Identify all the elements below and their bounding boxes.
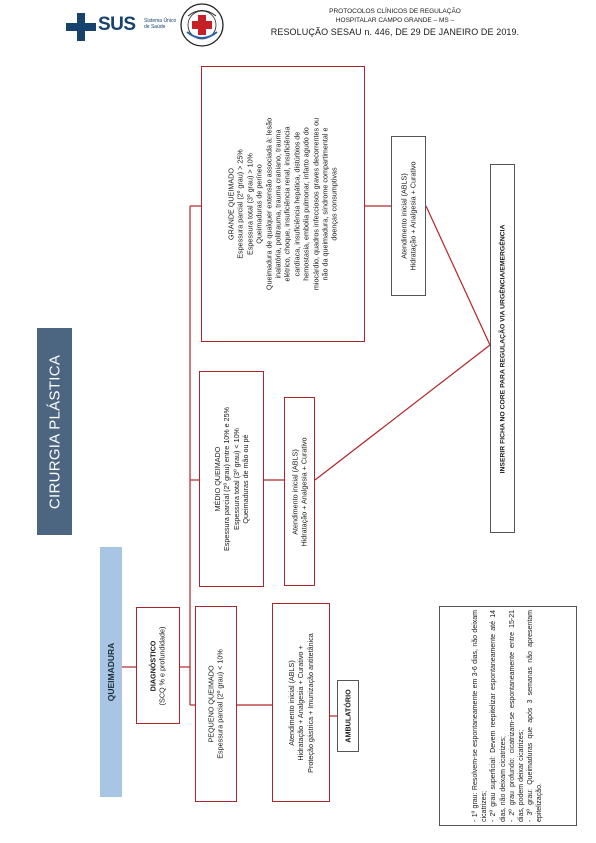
sus-logo: SUS Sistema Único de Saúde [66,9,176,43]
page-title: CIRURGIA PLÁSTICA [46,354,63,509]
degree-notes-box: - 1º grau: Resolvem-se espontaneamente e… [439,606,577,826]
inserir-ficha-label: INSERIR FICHA NO CORE PARA REGULAÇÃO VIA… [498,224,506,473]
grande-title: GRANDE QUEIMADO [226,168,236,240]
sus-logo-subtext: Sistema Único de Saúde [144,18,177,30]
pequeno-atendimento-box: Atendimento inicial (ABLS) Hidratação + … [272,603,330,802]
header-line-1: PROTOCOLOS CLÍNICOS DE REGULAÇÃO [329,8,461,15]
diagnostico-title: DIAGNÓSTICO [148,640,158,691]
category-box: QUEIMADURA [100,547,122,797]
category-label: QUEIMADURA [106,642,116,702]
pequeno-care-title: Atendimento inicial (ABLS) [286,659,296,746]
medio-line: Queimaduras de mão ou pé [240,434,250,524]
diagnostico-box: DIAGNÓSTICO (SCQ % e profundidade) [136,607,180,724]
grande-care-title: Atendimento inicial (ABLS) [399,173,409,259]
grande-line: hemostasia, embolia pulmonar, infarto ag… [301,127,311,281]
medio-title: MÉDIO QUEIMADO [212,446,222,512]
grande-line: cardíaca, insuficiência hepática, distúr… [292,131,302,277]
grande-line: Espessura parcial (2º grau) > 25% [235,149,245,259]
inserir-ficha-box: INSERIR FICHA NO CORE PARA REGULAÇÃO VIA… [490,164,515,533]
diagnostico-detail: (SCQ % e profundidade) [158,626,167,705]
grande-line: inalatória, politrauma, trauma craniano,… [273,129,283,279]
grande-line: Queimadura de qualquer extensão associad… [264,117,274,291]
medio-line: Espessura parcial (2º grau) entre 10% e … [222,406,232,552]
header-text: PROTOCOLOS CLÍNICOS DE REGULAÇÃO HOSPITA… [250,7,540,38]
grande-line: elétrico, choque, insuficiência renal, i… [283,126,292,282]
pequeno-care-line: Hidratação + Analgesia + Curativo + [296,644,306,761]
grande-line: miocárdio, quadros infecciosos graves de… [311,117,321,291]
pequeno-care-line: Proteção gástrica + Imunização antitetân… [305,632,315,773]
medio-queimado-box: MÉDIO QUEIMADO Espessura parcial (2º gra… [199,371,264,587]
header-line-3: RESOLUÇÃO SESAU n. 446, DE 29 DE JANEIRO… [270,27,520,37]
medio-atendimento-box: Atendimento inicial (ABLS) Hidratação + … [284,397,315,586]
regulation-seal-icon [180,3,224,47]
sus-logo-text: SUS [98,14,136,35]
note-item: - 2º grau profundo: cicatrizam-se espont… [509,610,526,822]
grande-line: Queimaduras de períneo [254,164,264,244]
ambulatorio-box: AMBULATÓRIO [337,680,359,752]
page-title-box: CIRURGIA PLÁSTICA [37,328,72,535]
medio-line: Espessura total (3º grau) < 10% [231,428,241,530]
grande-line: não da queimadura, síndrome compartiment… [320,127,330,281]
pequeno-line: Espessura parcial (2º grau) < 10% [216,649,225,759]
grande-queimado-box: GRANDE QUEIMADO Espessura parcial (2º gr… [201,66,365,342]
grande-line: Espessura total (3º grau) > 10% [245,153,255,255]
medio-care-line: Hidratação + Analgesia + Curativo [299,436,309,547]
ambulatorio-label: AMBULATÓRIO [343,689,353,743]
note-item: - 2º grau superficial: Devem reepiteliza… [490,610,507,822]
note-item: - 3º grau: Queimaduras que após 3 semana… [527,610,544,822]
note-item: - 1º grau: Resolvem-se espontaneamente e… [472,610,489,822]
sus-cross-icon [66,13,96,41]
header-line-2: HOSPITALAR CAMPO GRANDE – MS – [335,17,455,24]
grande-line: doenças consumptivas [330,167,340,241]
grande-atendimento-box: Atendimento inicial (ABLS) Hidratação + … [391,136,426,296]
grande-care-line: Hidratação + Analgesia + Curativo [408,161,418,271]
medio-care-title: Atendimento inicial (ABLS) [290,448,300,535]
pequeno-queimado-box: PEQUENO QUEIMADO Espessura parcial (2º g… [195,606,237,802]
pequeno-title: PEQUENO QUEIMADO [206,665,216,743]
